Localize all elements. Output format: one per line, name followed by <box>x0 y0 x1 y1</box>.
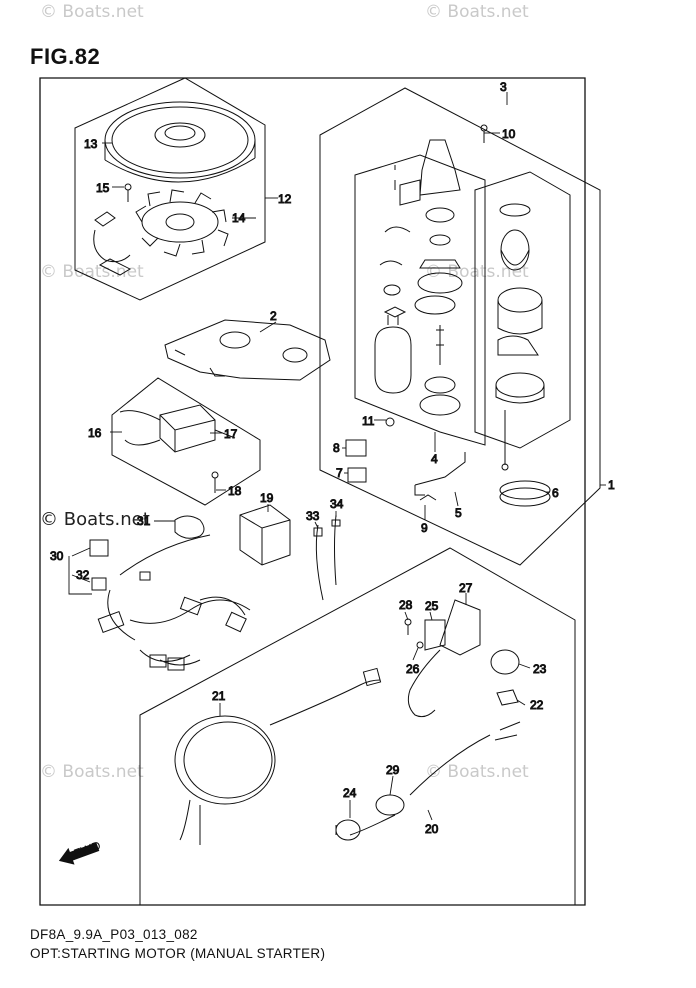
callout-12: 12 <box>278 192 292 206</box>
callout-15: 15 <box>96 181 110 195</box>
callout-16: 16 <box>88 426 102 440</box>
screw-9 <box>419 494 437 501</box>
switch-wire <box>407 649 441 718</box>
callout-14: 14 <box>232 211 246 225</box>
callout-13: 13 <box>84 137 98 151</box>
callout-25: 25 <box>425 599 439 613</box>
footer-code: DF8A_9.9A_P03_013_082 <box>30 927 198 942</box>
nut-26 <box>416 641 424 649</box>
callout-32: 32 <box>76 568 90 582</box>
watermark-dark: © Boats.net <box>40 509 150 530</box>
callout-1: 1 <box>608 478 615 492</box>
callout-4: 4 <box>431 452 438 466</box>
callout-29: 29 <box>386 763 400 777</box>
starter-motor-parts <box>495 203 545 471</box>
coil-group-box <box>111 377 261 506</box>
watermark: © Boats.net <box>425 762 529 782</box>
callout-3: 3 <box>500 80 507 94</box>
fwd-label: FWD <box>72 838 103 861</box>
fwd-arrow-icon: FWD <box>58 838 103 865</box>
leader-lines <box>68 92 606 821</box>
figure-title: FIG.82 <box>30 44 101 69</box>
cap-32 <box>91 577 107 591</box>
callout-27: 27 <box>459 581 473 595</box>
callout-9: 9 <box>421 521 428 535</box>
bracket-5 <box>414 452 466 496</box>
callout-23: 23 <box>533 662 547 676</box>
callout-5: 5 <box>455 506 462 520</box>
bracket-27 <box>439 599 481 656</box>
callout-24: 24 <box>343 786 357 800</box>
callout-11: 11 <box>362 414 375 428</box>
callout-21: 21 <box>212 689 226 703</box>
watermark: © Boats.net <box>40 2 144 22</box>
stator-part <box>135 189 229 257</box>
watermark: © Boats.net <box>40 262 144 282</box>
callout-8: 8 <box>333 441 340 455</box>
starter-group-box <box>319 87 601 566</box>
band-6 <box>499 480 551 500</box>
starter-exploded-view <box>374 124 488 416</box>
cable-tie-34 <box>331 514 341 586</box>
callout-7: 7 <box>336 466 343 480</box>
footer-description: OPT:STARTING MOTOR (MANUAL STARTER) <box>30 946 326 961</box>
flywheel-part <box>104 101 256 183</box>
callout-2: 2 <box>270 309 277 323</box>
module-part-19 <box>239 504 291 566</box>
knob-23 <box>490 649 520 675</box>
cable-21 <box>174 667 382 845</box>
bracket-part-2 <box>164 319 331 381</box>
stator-group-box <box>74 77 266 301</box>
assembly-outline <box>39 77 586 906</box>
relay-8 <box>345 439 367 457</box>
starter-sub-box-a <box>354 154 486 446</box>
callout-30: 30 <box>50 549 64 563</box>
callout-28: 28 <box>399 598 413 612</box>
callout-22: 22 <box>530 698 544 712</box>
watermark: © Boats.net <box>40 762 144 782</box>
callout-31: 31 <box>137 514 151 528</box>
callout-20: 20 <box>425 822 439 836</box>
relay-7 <box>347 467 367 483</box>
callout-34: 34 <box>330 497 344 511</box>
coil-part-17 <box>119 404 236 493</box>
watermark: © Boats.net <box>425 2 529 22</box>
callout-26: 26 <box>406 662 420 676</box>
cable-group-box <box>139 547 576 906</box>
wire-harness <box>97 534 251 671</box>
callout-10: 10 <box>502 127 516 141</box>
relay-30 <box>89 539 109 557</box>
callout-19: 19 <box>260 491 274 505</box>
grommet-31 <box>174 515 205 539</box>
callout-6: 6 <box>552 486 559 500</box>
callout-33: 33 <box>306 509 320 523</box>
cable-tie-33 <box>313 524 324 601</box>
switch-25 <box>424 619 446 651</box>
stator-connector <box>94 211 116 227</box>
stator-leads <box>93 229 132 276</box>
callout-18: 18 <box>228 484 242 498</box>
starter-sub-box-b <box>474 171 571 449</box>
plate-22 <box>496 689 519 706</box>
watermark: © Boats.net <box>425 262 529 282</box>
callout-17: 17 <box>224 427 238 441</box>
nut-11 <box>385 417 395 427</box>
